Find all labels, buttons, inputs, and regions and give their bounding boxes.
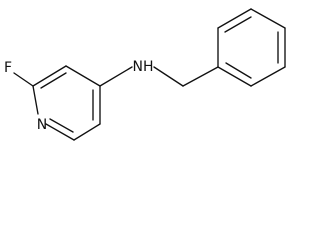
bond-n1-c2 (32, 85, 39, 115)
ring-nitrogen-label: N (37, 117, 47, 133)
double-bond-c2-c3-inner (40, 72, 67, 89)
benzene-double-bond-3 (225, 62, 252, 79)
bond-nh-ch2 (153, 66, 184, 87)
pyridine-ring (32, 65, 101, 141)
double-bond-c6-n1-inner (49, 118, 74, 133)
benzene-ring (217, 8, 286, 87)
chemical-structure-diagram: F N NH (3, 8, 286, 141)
bond-c4-nh (99, 66, 133, 87)
bond-c6-n1 (45, 123, 75, 141)
benzene-bond-3 (250, 8, 286, 29)
bond-c5-c6 (73, 123, 101, 141)
benzene-bond-5 (250, 66, 286, 87)
bond-c2-c3 (32, 65, 67, 87)
bond-ch2-phenyl (182, 66, 219, 87)
molecule-drawing: F N NH (4, 8, 286, 141)
benzene-double-bond-1 (224, 16, 252, 33)
fluorine-atom-label: F (4, 60, 12, 76)
benzene-bond-2 (217, 8, 252, 29)
benzene-bond-6 (217, 66, 252, 87)
amine-nitrogen-label: NH (133, 59, 154, 75)
bond-c2-fluorine (13, 72, 34, 87)
bond-c3-c4 (65, 65, 101, 87)
